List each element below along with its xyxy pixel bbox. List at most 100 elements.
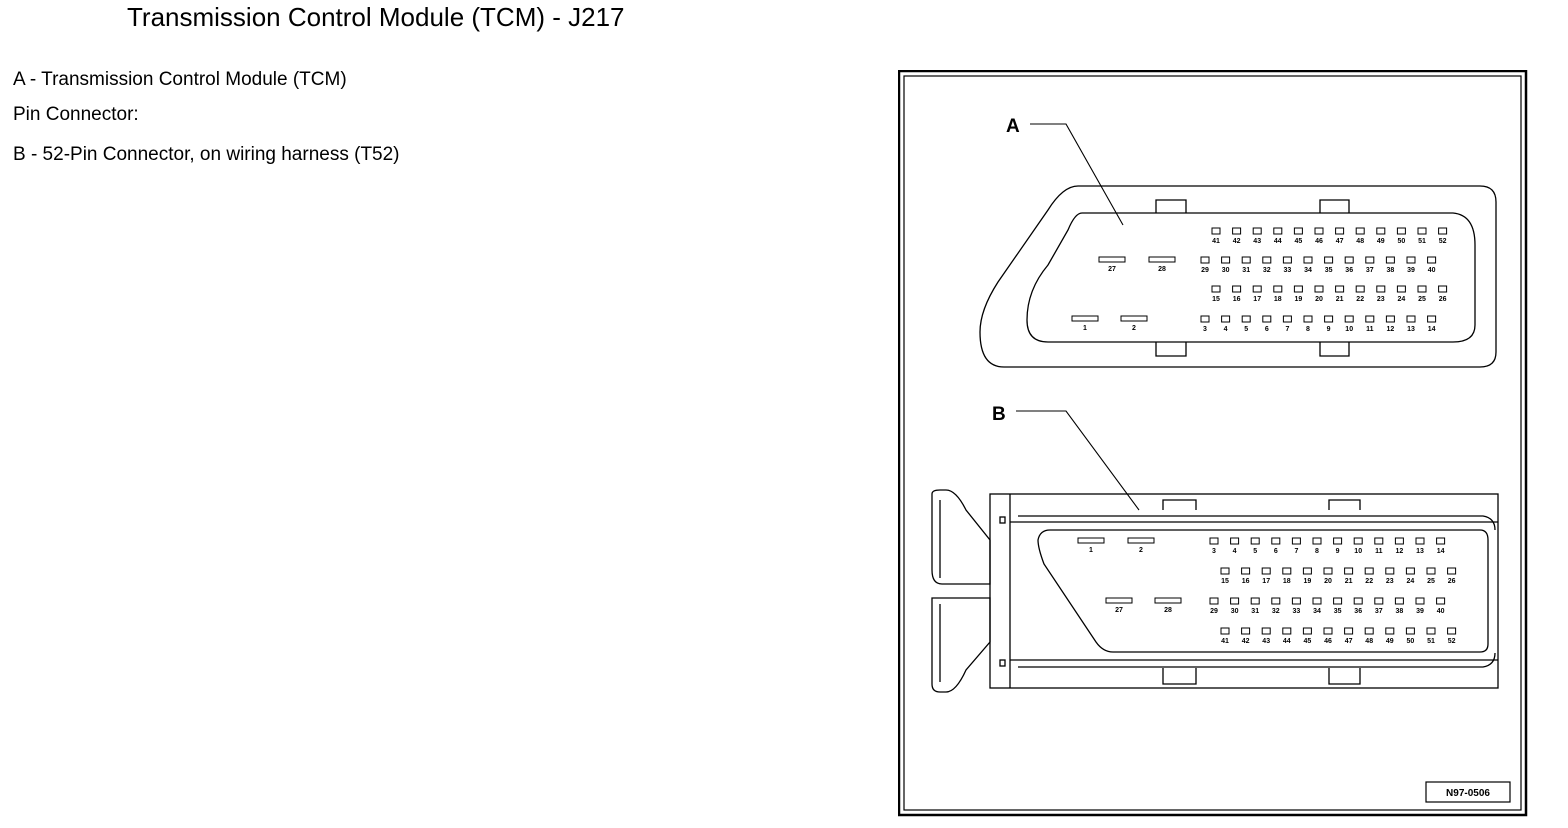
- pin-slot: [1323, 627, 1333, 635]
- pin-number-label: 40: [1428, 267, 1436, 274]
- pin-slot: [1438, 227, 1448, 235]
- pin-number-label: 10: [1345, 326, 1353, 333]
- pin-number-label: 34: [1313, 608, 1321, 615]
- pin-number-label: 41: [1221, 638, 1229, 645]
- pin-number-label: 22: [1365, 578, 1373, 585]
- pin-number-label: 39: [1416, 608, 1424, 615]
- pin-slot: [1282, 315, 1292, 323]
- pin-slot: [1209, 537, 1219, 545]
- pin-slot: [1335, 285, 1345, 293]
- pin-number-label: 18: [1274, 296, 1282, 303]
- pin-number-label: 38: [1387, 267, 1395, 274]
- pin-number-label: 17: [1253, 296, 1261, 303]
- pin-slot: [1385, 627, 1395, 635]
- pin-slot: [1261, 627, 1271, 635]
- pin-number-label: 43: [1262, 638, 1270, 645]
- pin-slot: [1232, 285, 1242, 293]
- connector-b-inner-top-line: [1018, 515, 1496, 531]
- pin-number-label: 22: [1356, 296, 1364, 303]
- callout-a-leader-line: [1030, 123, 1124, 226]
- pin-slot: [1282, 627, 1292, 635]
- pin-number-label: 32: [1263, 267, 1271, 274]
- pin-number-label: 27: [1108, 266, 1116, 273]
- pin-number-label: 15: [1221, 578, 1229, 585]
- pin-slot: [1376, 227, 1386, 235]
- pin-number-label: 2: [1139, 547, 1143, 554]
- pin-slot: [1209, 597, 1219, 605]
- legend-item-a: A - Transmission Control Module (TCM): [13, 69, 347, 90]
- pin-slot: [1241, 315, 1251, 323]
- pin-slot: [1262, 315, 1272, 323]
- figure-frame-outer: [898, 70, 1528, 817]
- connector-b-lever-upper: [931, 489, 991, 585]
- pin-number-label: 52: [1448, 638, 1456, 645]
- pin-slot: [1417, 227, 1427, 235]
- pin-number-label: 39: [1407, 267, 1415, 274]
- connector-b-pin-field-outline: [1037, 529, 1489, 653]
- callout-b-label: B: [992, 404, 1006, 425]
- pin-slot: [1303, 315, 1313, 323]
- pin-slot: [1344, 627, 1354, 635]
- pin-number-label: 4: [1233, 548, 1237, 555]
- pin-slot: [1232, 227, 1242, 235]
- pin-slot: [1127, 537, 1155, 544]
- legend-item-b: B - 52-Pin Connector, on wiring harness …: [13, 144, 400, 165]
- pin-number-label: 51: [1427, 638, 1435, 645]
- pin-number-label: 44: [1283, 638, 1291, 645]
- pin-number-label: 1: [1089, 547, 1093, 554]
- page-title: Transmission Control Module (TCM) - J217: [127, 2, 625, 32]
- pin-slot: [1211, 285, 1221, 293]
- pin-number-label: 42: [1233, 238, 1241, 245]
- pin-number-label: 50: [1407, 638, 1415, 645]
- pin-number-label: 5: [1244, 326, 1248, 333]
- pin-slot: [1385, 256, 1395, 264]
- pin-slot: [1426, 627, 1436, 635]
- pin-slot: [1447, 567, 1457, 575]
- pin-slot: [1365, 256, 1375, 264]
- connector-b-housing-outer: [989, 493, 1499, 689]
- figure-id-label: N97-0506: [1446, 788, 1490, 799]
- pin-number-label: 38: [1396, 608, 1404, 615]
- callout-b: B: [992, 404, 1140, 511]
- pin-number-label: 19: [1295, 296, 1303, 303]
- pin-number-label: 29: [1201, 267, 1209, 274]
- pin-number-label: 16: [1242, 578, 1250, 585]
- pin-number-label: 43: [1253, 238, 1261, 245]
- connector-b-notch-bottom: [999, 659, 1006, 667]
- pin-number-label: 27: [1115, 607, 1123, 614]
- pin-number-label: 8: [1306, 326, 1310, 333]
- pin-number-label: 46: [1315, 238, 1323, 245]
- pin-number-label: 25: [1427, 578, 1435, 585]
- pin-slot: [1438, 285, 1448, 293]
- pin-number-label: 21: [1345, 578, 1353, 585]
- pin-number-label: 24: [1407, 578, 1415, 585]
- pin-number-label: 7: [1285, 326, 1289, 333]
- pin-slot: [1385, 315, 1395, 323]
- pin-number-label: 12: [1387, 326, 1395, 333]
- pin-number-label: 41: [1212, 238, 1220, 245]
- pin-number-label: 40: [1437, 608, 1445, 615]
- pin-slot: [1353, 537, 1363, 545]
- pin-number-label: 44: [1274, 238, 1282, 245]
- pin-number-label: 47: [1345, 638, 1353, 645]
- pin-slot: [1154, 597, 1182, 604]
- pin-slot: [1385, 567, 1395, 575]
- pin-slot: [1364, 627, 1374, 635]
- figure-frame-inner: [903, 75, 1522, 811]
- pin-number-label: 49: [1377, 238, 1385, 245]
- pin-slot: [1312, 597, 1322, 605]
- pin-slot: [1394, 597, 1404, 605]
- pin-number-label: 18: [1283, 578, 1291, 585]
- connector-b: [931, 489, 1499, 693]
- pin-number-label: 15: [1212, 296, 1220, 303]
- pin-slot: [1436, 597, 1446, 605]
- pin-slot: [1406, 256, 1416, 264]
- pin-slot: [1426, 567, 1436, 575]
- connector-a: [979, 185, 1497, 368]
- pin-number-label: 21: [1336, 296, 1344, 303]
- pin-number-label: 17: [1262, 578, 1270, 585]
- pin-slot: [1273, 285, 1283, 293]
- pin-number-label: 51: [1418, 238, 1426, 245]
